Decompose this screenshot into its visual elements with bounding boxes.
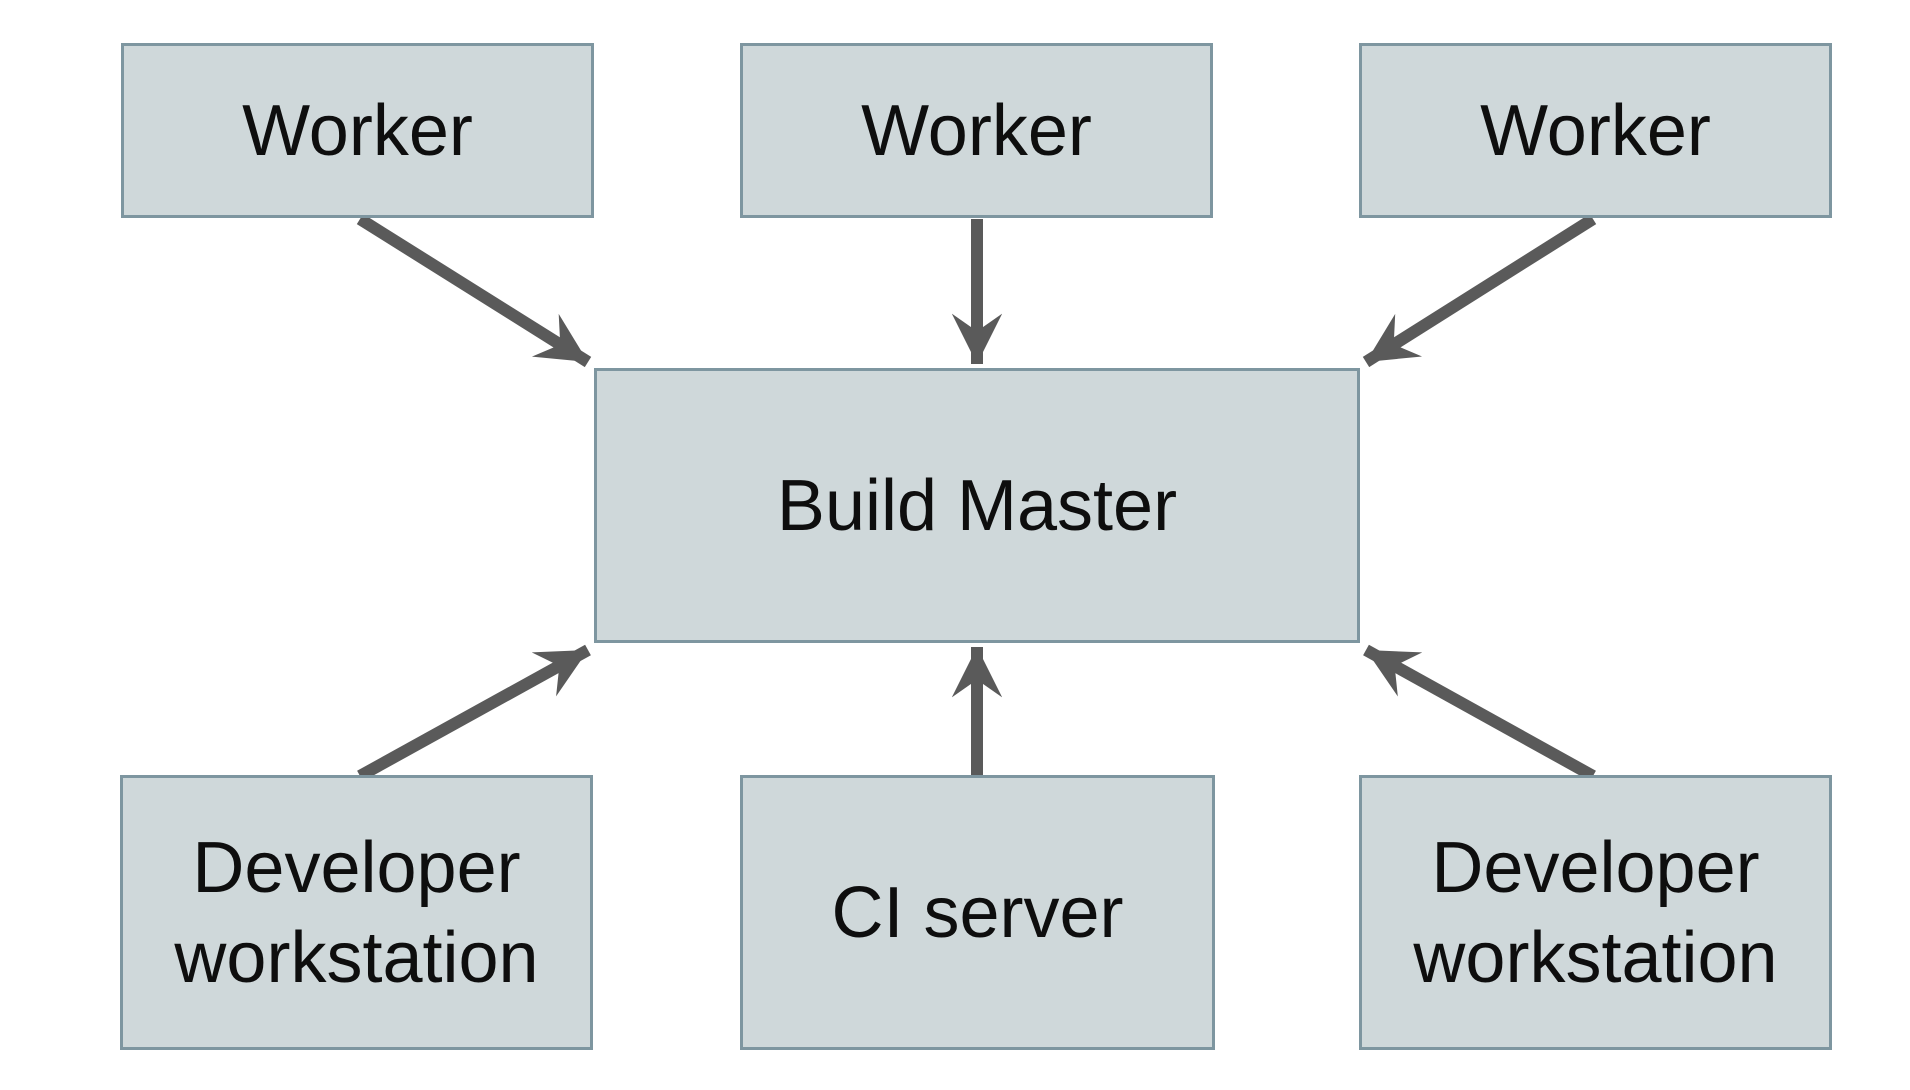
node-worker-1-label: Worker	[242, 90, 473, 171]
node-developer-workstation-left-label: Developer workstation	[174, 827, 539, 998]
node-worker-1: Worker	[121, 43, 594, 218]
node-developer-workstation-right-label: Developer workstation	[1413, 827, 1778, 998]
node-developer-workstation-left: Developer workstation	[120, 775, 593, 1050]
node-build-master-label: Build Master	[776, 465, 1178, 546]
arrow-dev-right-to-build-master	[1363, 644, 1596, 782]
node-worker-3-label: Worker	[1480, 90, 1711, 171]
arrow-worker3-to-build-master	[1362, 213, 1597, 368]
node-ci-server-label: CI server	[831, 872, 1124, 953]
node-developer-workstation-right: Developer workstation	[1359, 775, 1832, 1050]
arrow-worker1-to-build-master	[356, 213, 592, 368]
node-worker-2-label: Worker	[861, 90, 1092, 171]
node-build-master: Build Master	[594, 368, 1360, 643]
arrow-dev-left-to-build-master	[357, 644, 591, 782]
node-worker-3: Worker	[1359, 43, 1832, 218]
node-ci-server: CI server	[740, 775, 1215, 1050]
node-worker-2: Worker	[740, 43, 1213, 218]
